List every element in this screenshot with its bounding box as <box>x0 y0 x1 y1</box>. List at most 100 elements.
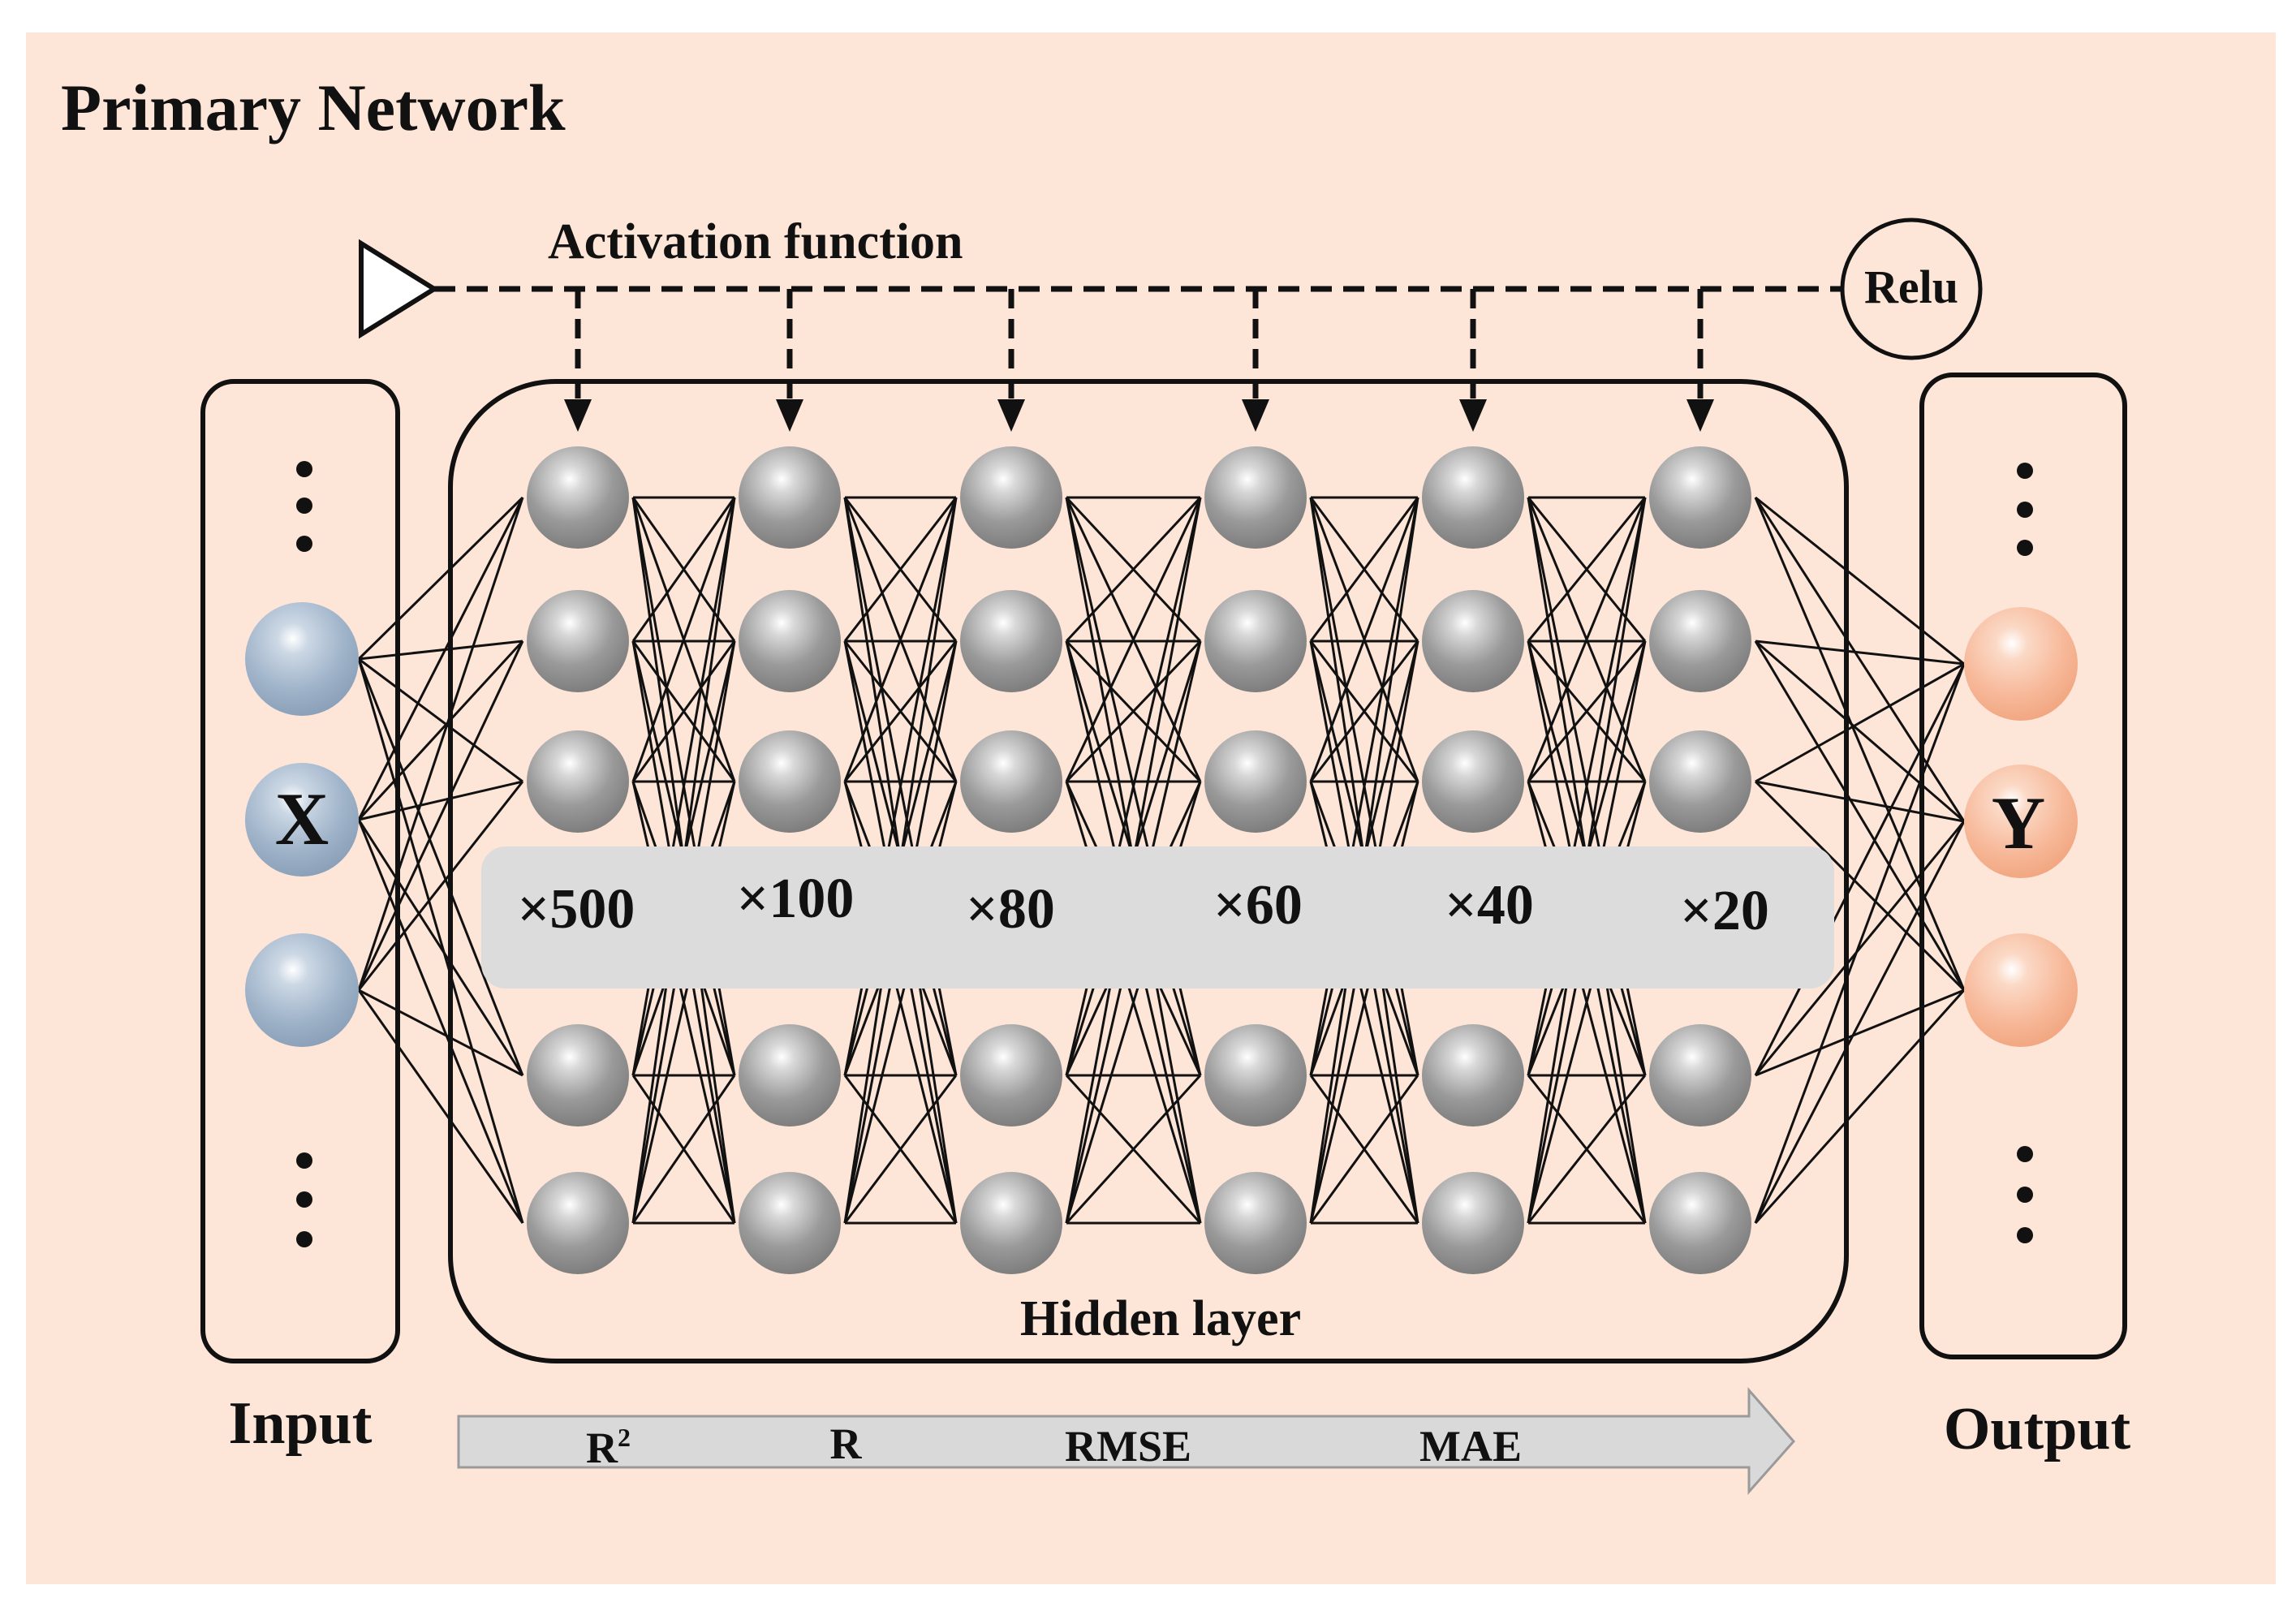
hidden-neuron <box>739 730 841 833</box>
connection-line <box>843 497 958 642</box>
hidden-neuron <box>1204 730 1307 833</box>
layer-size-label: ×60 <box>1213 874 1303 937</box>
relu-circle <box>1840 218 1983 360</box>
connection-line <box>1309 640 1419 782</box>
layer-size-label: ×100 <box>737 868 855 930</box>
metrics-arrow <box>457 1387 1795 1495</box>
hidden-neuron <box>1422 446 1524 549</box>
activation-arrowhead-icon <box>997 399 1025 432</box>
hidden-neuron <box>960 730 1062 833</box>
connection-line <box>357 497 524 821</box>
activation-arrowhead-icon <box>776 399 803 432</box>
activation-arrowhead-icon <box>1686 399 1714 432</box>
layer-size-labels: ×500×100×80×60×40×20 <box>518 868 1769 942</box>
input-neuron <box>245 602 359 716</box>
connection-line <box>1754 663 1966 1224</box>
hidden-neuron <box>527 730 629 833</box>
connection-line <box>1065 1074 1202 1225</box>
hidden-neuron <box>527 1024 629 1126</box>
hidden-neuron <box>1422 1172 1524 1274</box>
connection-line <box>1065 497 1202 782</box>
connection-line <box>631 640 736 782</box>
connection-line <box>1754 640 1966 991</box>
connection-line <box>1754 821 1966 1076</box>
layer-size-label: ×20 <box>1680 880 1769 942</box>
connection-line <box>1527 640 1647 782</box>
connection-line <box>1755 640 1965 666</box>
connection-line <box>357 819 524 1076</box>
input-neuron <box>245 763 359 877</box>
connection-line <box>1754 821 1966 1224</box>
connection-line <box>357 658 524 1224</box>
hidden-neuron <box>1204 446 1307 549</box>
input-label: Input <box>229 1390 373 1457</box>
connection-line <box>1755 989 1965 1077</box>
diagram-title: Primary Network <box>61 71 566 144</box>
hidden-neuron <box>739 1024 841 1126</box>
activation-arrowhead-icon <box>1459 399 1487 432</box>
hidden-neuron <box>527 446 629 549</box>
connection-line <box>631 497 736 642</box>
hidden-neuron <box>527 590 629 692</box>
output-neuron <box>1964 607 2078 721</box>
connection-line <box>631 497 736 782</box>
hidden-neuron <box>1649 730 1751 833</box>
connection-line <box>357 496 524 661</box>
hidden-neuron <box>1422 730 1524 833</box>
metric-r-squared: R2 <box>586 1423 631 1472</box>
connection-line <box>1754 497 1966 822</box>
connection-line <box>1527 497 1647 782</box>
input-neuron <box>245 933 359 1047</box>
connection-line <box>1755 496 1965 666</box>
hidden-neuron <box>960 590 1062 692</box>
connection-line <box>1755 640 1965 823</box>
metric-r: R <box>830 1419 863 1468</box>
hidden-neuron <box>960 1024 1062 1126</box>
connection-line <box>1755 662 1965 783</box>
connection-line <box>357 989 524 1224</box>
hidden-neuron <box>739 590 841 692</box>
hidden-neuron <box>1204 1172 1307 1274</box>
hidden-neuron <box>1204 1024 1307 1126</box>
connection-line <box>357 640 524 991</box>
connection-line <box>358 640 523 661</box>
relu-label: Relu <box>1864 261 1958 313</box>
connection-line <box>358 657 523 783</box>
hidden-neuron <box>1649 590 1751 692</box>
connection-line <box>1754 780 1966 992</box>
output-frame <box>1919 373 2127 1359</box>
input-variable: X <box>275 778 329 860</box>
connection-line <box>1754 497 1966 991</box>
output-variable: Y <box>1992 782 2045 864</box>
hidden-neuron <box>1422 1024 1524 1126</box>
layer-size-band <box>481 846 1834 989</box>
metric-mae: MAE <box>1419 1422 1522 1471</box>
connection-line <box>1309 1075 1419 1224</box>
connection-line <box>1309 497 1419 642</box>
connection-line <box>1754 663 1966 1076</box>
activation-arrowhead-icon <box>564 399 592 432</box>
hidden-neuron <box>527 1172 629 1274</box>
ellipsis-dots <box>296 461 2033 1247</box>
hidden-neuron <box>960 1172 1062 1274</box>
connection-line <box>1527 497 1647 642</box>
connection-line <box>631 1075 736 1224</box>
hidden-neuron <box>739 446 841 549</box>
connection-line <box>1527 1075 1647 1224</box>
connection-line <box>1309 497 1419 782</box>
layer-size-label: ×500 <box>518 878 635 941</box>
connection-line <box>843 497 958 782</box>
layer-size-label: ×80 <box>966 878 1055 941</box>
hidden-neuron <box>1204 590 1307 692</box>
hidden-neuron <box>1649 446 1751 549</box>
connection-line <box>1065 496 1202 643</box>
connection-line <box>1065 640 1202 783</box>
output-neuron <box>1964 765 2078 878</box>
neurons <box>245 446 2078 1274</box>
hidden-neuron <box>1649 1172 1751 1274</box>
connection-line <box>358 780 523 821</box>
connection-line <box>357 781 524 991</box>
connection-line <box>357 658 524 1076</box>
hidden-neuron <box>739 1172 841 1274</box>
